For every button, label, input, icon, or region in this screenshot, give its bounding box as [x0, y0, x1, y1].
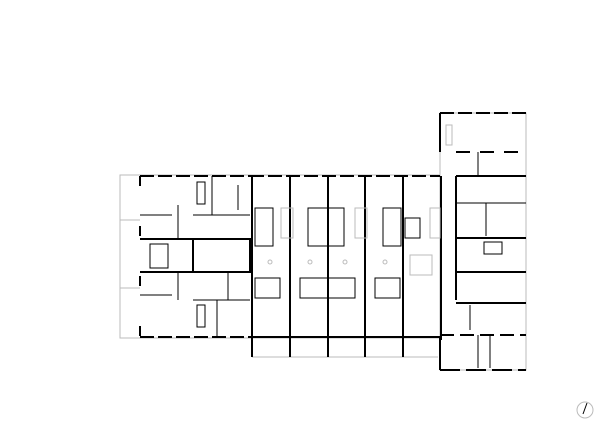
right-wing	[439, 112, 526, 371]
north-arrow-icon	[576, 401, 594, 419]
middle-block	[250, 175, 442, 357]
left-block	[139, 175, 251, 338]
